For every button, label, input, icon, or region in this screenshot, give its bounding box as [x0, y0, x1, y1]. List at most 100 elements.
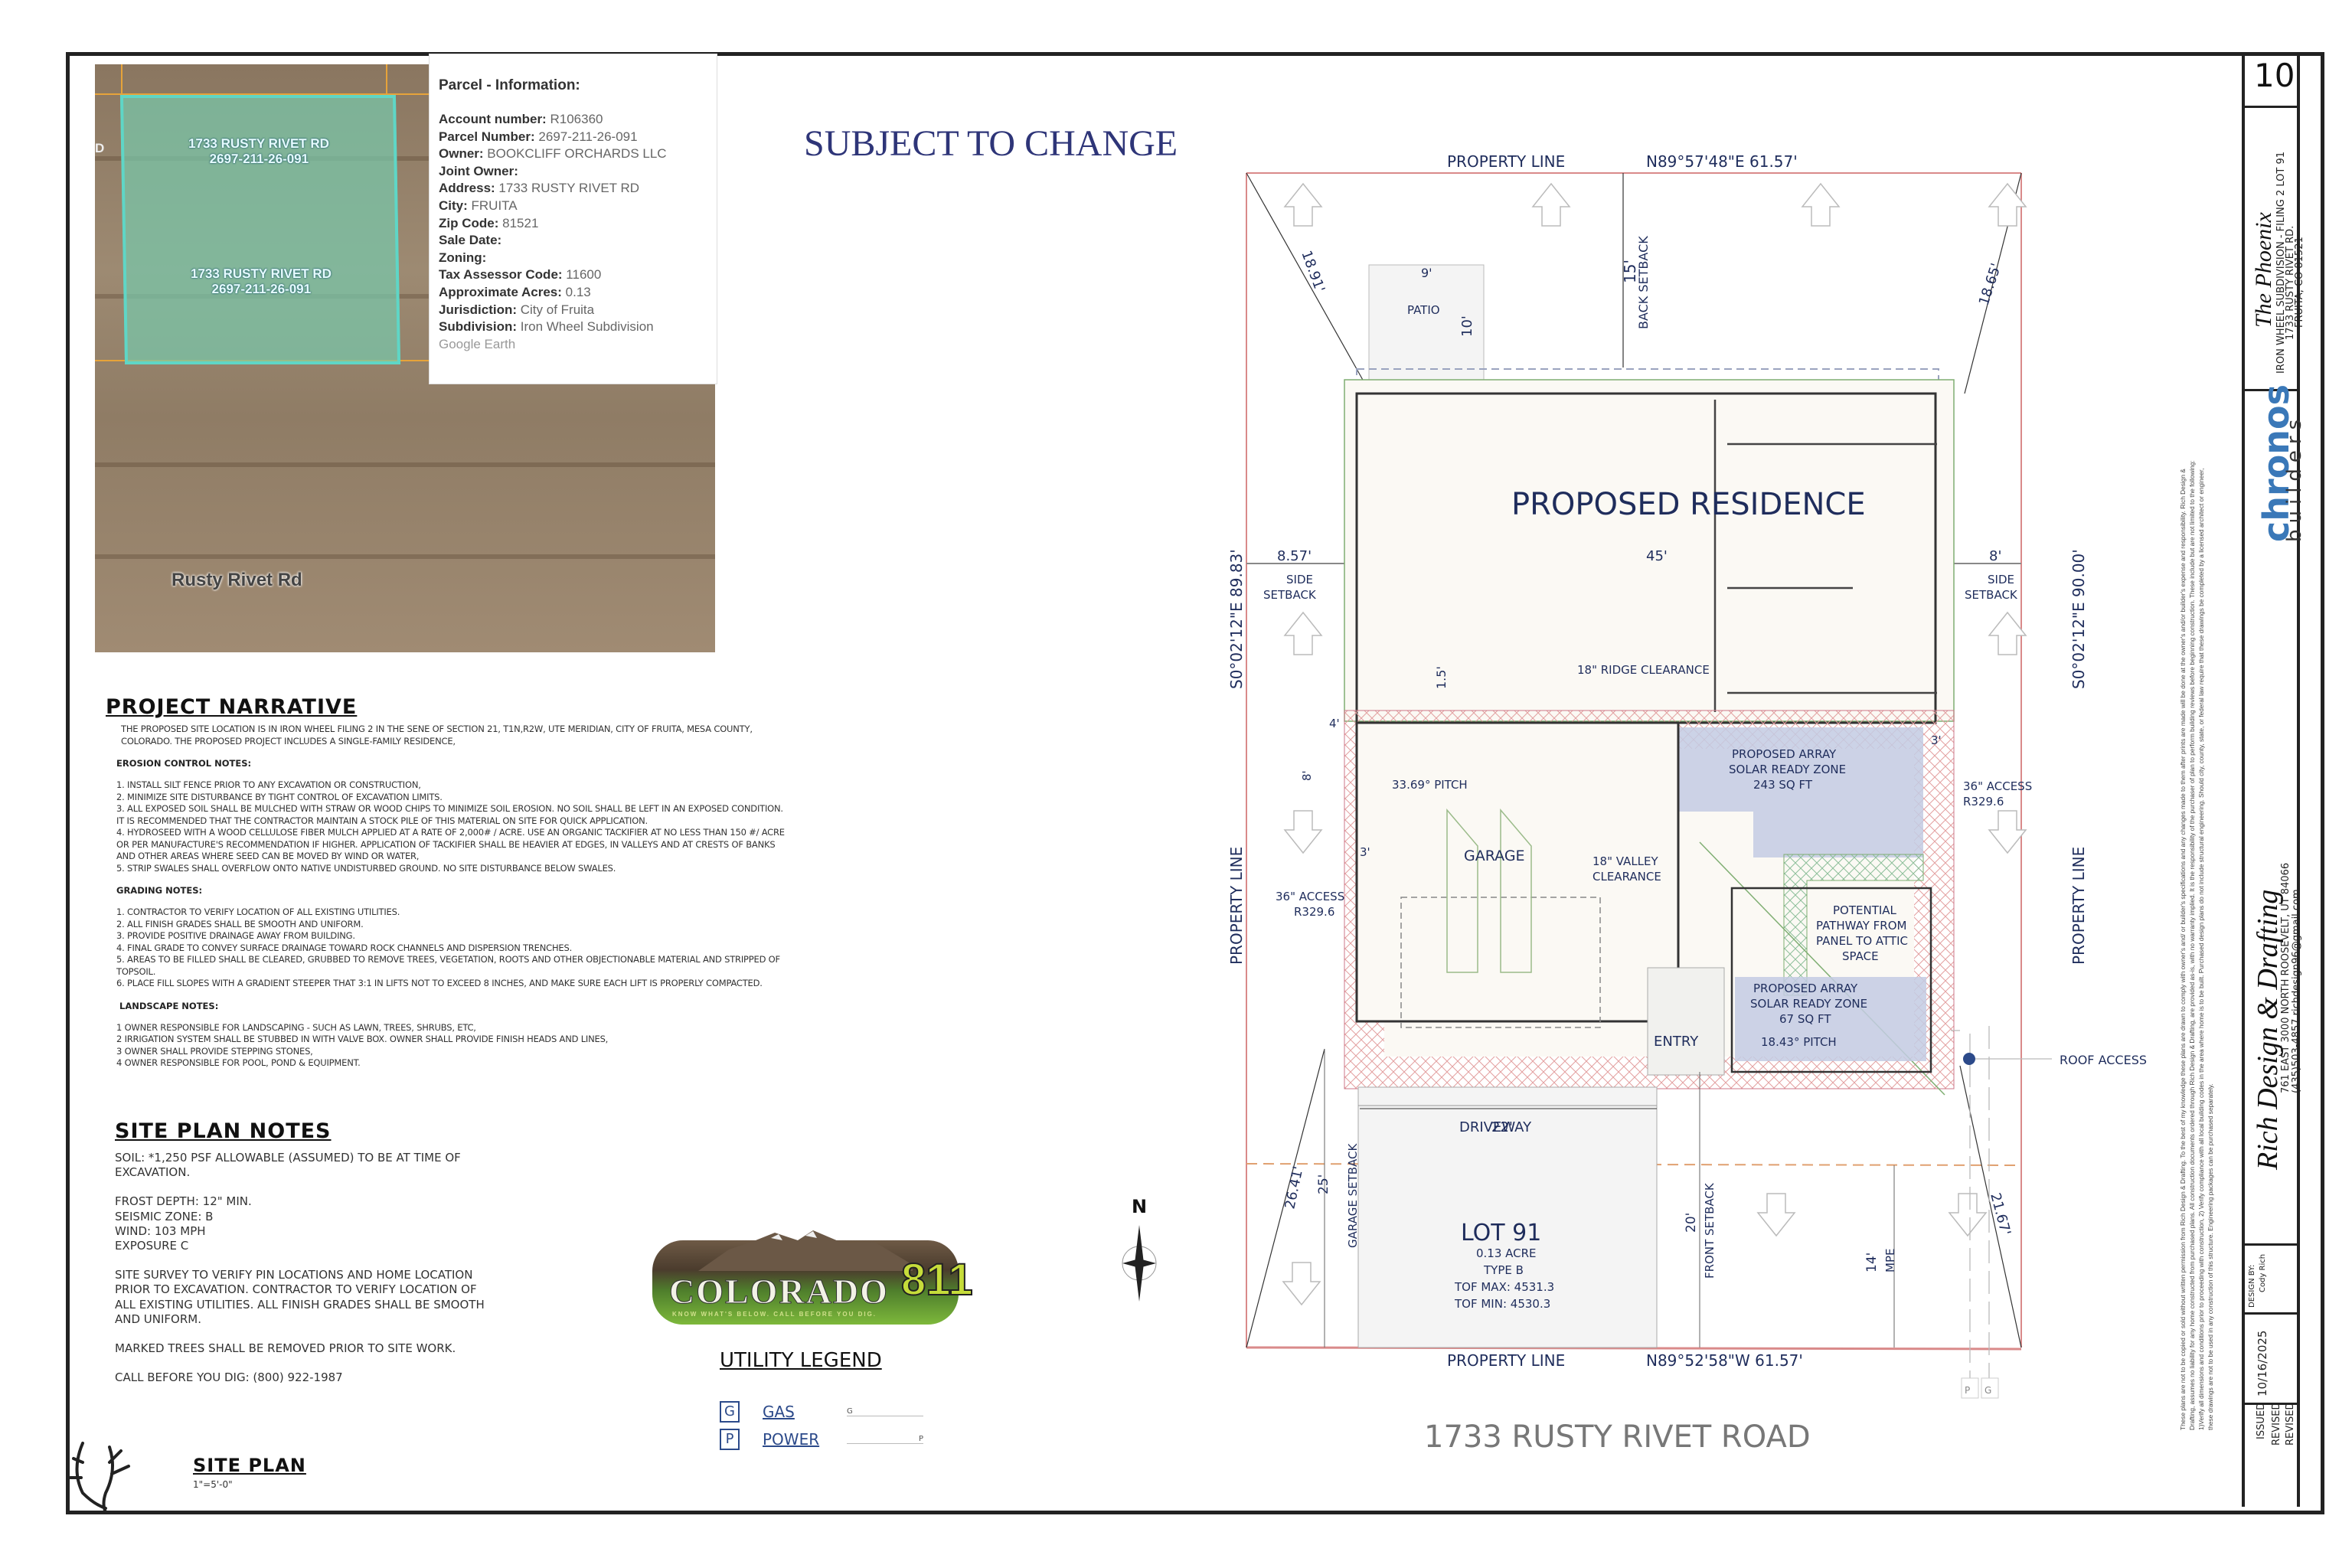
svg-text:8': 8' [1989, 548, 2001, 564]
legend-item-power: P POWER P [720, 1429, 949, 1450]
svg-text:9': 9' [1421, 266, 1432, 280]
designer-name: Cody Rich [2259, 1253, 2267, 1292]
svg-text:SPACE: SPACE [1842, 949, 1879, 963]
map-edge-label: D [95, 141, 105, 155]
parcel-info-row: Parcel Number: 2697-211-26-091 [439, 129, 638, 144]
sheet-number: 10 [2254, 57, 2295, 94]
note-item: 4. FINAL GRADE TO CONVEY SURFACE DRAINAG… [116, 942, 573, 953]
note-item: 3 OWNER SHALL PROVIDE STEPPING STONES, [116, 1045, 313, 1057]
site-plan-title: SITE PLAN [193, 1455, 306, 1476]
parcel-info-row: Sale Date: [439, 233, 502, 248]
svg-text:G: G [1984, 1385, 1991, 1396]
site-note-line: FROST DEPTH: 12" MIN. [115, 1194, 252, 1209]
svg-text:20': 20' [1684, 1213, 1699, 1233]
note-item: 1. INSTALL SILT FENCE PRIOR TO ANY EXCAV… [116, 779, 421, 790]
parcel-info-row: Zoning: [439, 250, 487, 265]
svg-text:PROPOSED ARRAY: PROPOSED ARRAY [1732, 747, 1837, 761]
svg-text:10': 10' [1459, 315, 1475, 337]
gas-symbol-icon: G [720, 1401, 740, 1423]
svg-text:SIDE: SIDE [1286, 573, 1313, 586]
erosion-title: EROSION CONTROL NOTES: [116, 758, 252, 769]
title-block: 10 The Phoenix IRON WHEEL SUBDIVISION - … [2220, 52, 2317, 1507]
svg-text:21.67': 21.67' [1987, 1191, 2014, 1237]
patio-label: PATIO [1407, 303, 1440, 317]
sheet-border [66, 52, 2324, 1514]
note-item: 1 OWNER RESPONSIBLE FOR LANDSCAPING - SU… [116, 1021, 476, 1033]
svg-text:18" VALLEY: 18" VALLEY [1592, 854, 1659, 868]
lot-number: LOT 91 [1461, 1220, 1541, 1246]
svg-text:22': 22' [1491, 1119, 1513, 1135]
site-plan-notes: SITE PLAN NOTES SOIL: *1,250 PSF ALLOWAB… [115, 1119, 513, 1385]
bearing-left: S0°02'12"E 89.83' [1227, 549, 1246, 689]
svg-text:45': 45' [1646, 548, 1668, 564]
property-line-label-top: PROPERTY LINE [1447, 152, 1565, 171]
svg-text:TOF MAX: 4531.3: TOF MAX: 4531.3 [1454, 1280, 1554, 1294]
svg-text:33.69° PITCH: 33.69° PITCH [1392, 778, 1468, 792]
north-arrow-icon [1122, 1225, 1157, 1302]
back-setback-label: BACK SETBACK [1636, 236, 1651, 329]
site-note-line: PRIOR TO EXCAVATION. CONTRACTOR TO VERIF… [115, 1282, 477, 1297]
garage [1355, 721, 1680, 1023]
parcel-info-row: Account number: R106360 [439, 112, 603, 126]
road-label: Rusty Rivet Rd [172, 570, 302, 590]
svg-text:PATHWAY FROM: PATHWAY FROM [1816, 919, 1906, 933]
svg-text:0.13 ACRE: 0.13 ACRE [1476, 1246, 1537, 1260]
parcel-info-row: City: FRUITA [439, 198, 518, 213]
parcel-info-title: Parcel - Information: [439, 77, 580, 93]
parcel-info-row: Joint Owner: [439, 163, 518, 178]
svg-text:N: N [1132, 1196, 1147, 1217]
landscape-notes: 1 OWNER RESPONSIBLE FOR LANDSCAPING - SU… [116, 1022, 790, 1070]
svg-text:PANEL TO ATTIC: PANEL TO ATTIC [1816, 934, 1908, 948]
svg-text:PROPOSED ARRAY: PROPOSED ARRAY [1753, 982, 1858, 995]
note-item: 4. HYDROSEED WITH A WOOD CELLULOSE FIBER… [116, 827, 785, 861]
bearing-bottom: N89°52'58"W 61.57' [1646, 1351, 1803, 1370]
parcel-info-row: Address: 1733 RUSTY RIVET RD [439, 181, 640, 196]
svg-text:18.91': 18.91' [1298, 249, 1328, 295]
gas-line-sample: G [847, 1407, 923, 1416]
property-line-label-left: PROPERTY LINE [1227, 847, 1246, 965]
svg-text:R329.6: R329.6 [1963, 795, 2004, 808]
roof-access-label: ROOF ACCESS [2060, 1053, 2147, 1067]
power-symbol-icon: P [720, 1429, 740, 1450]
grading-notes: 1. CONTRACTOR TO VERIFY LOCATION OF ALL … [116, 906, 790, 990]
note-item: 4 OWNER RESPONSIBLE FOR POOL, POND & EQU… [116, 1057, 361, 1068]
utility-lines [1951, 1026, 1990, 1378]
site-note-line: EXCAVATION. [115, 1165, 191, 1180]
svg-text:R329.6: R329.6 [1294, 905, 1334, 919]
svg-text:TYPE B: TYPE B [1483, 1263, 1524, 1277]
site-notes-title: SITE PLAN NOTES [115, 1119, 332, 1143]
svg-text:TOF MIN: 4530.3: TOF MIN: 4530.3 [1454, 1297, 1550, 1311]
svg-text:25': 25' [1316, 1174, 1331, 1194]
note-item: 6. PLACE FILL SLOPES WITH A GRADIENT STE… [116, 978, 763, 988]
legend-label-gas: GAS [763, 1403, 795, 1421]
designer-address: 761 EAST 3000 NORTH ROOSEVELT, UT 84066 [2280, 862, 2292, 1093]
roof-access-marker [1963, 1053, 1975, 1065]
site-note-line: SITE SURVEY TO VERIFY PIN LOCATIONS AND … [115, 1268, 473, 1282]
project-narrative: PROJECT NARRATIVE THE PROPOSED SITE LOCA… [106, 695, 795, 1070]
legend-item-gas: G GAS G [720, 1401, 949, 1423]
note-item: 2 IRRIGATION SYSTEM SHALL BE STUBBED IN … [116, 1034, 609, 1044]
parcel-info-panel: Parcel - Information: Account number: R1… [429, 54, 717, 384]
bearing-right: S0°02'12"E 90.00' [2069, 549, 2088, 689]
svg-text:SOLAR READY ZONE: SOLAR READY ZONE [1729, 763, 1846, 776]
disclaimer: These plans are not to be copied or sold… [2179, 460, 2214, 1430]
garage-setback-label: GARAGE SETBACK [1346, 1143, 1360, 1248]
svg-text:MPE: MPE [1883, 1249, 1897, 1272]
site-note-line: EXPOSURE C [115, 1239, 189, 1253]
svg-text:67 SQ FT: 67 SQ FT [1779, 1012, 1831, 1026]
svg-text:243 SQ FT: 243 SQ FT [1753, 778, 1813, 792]
designer-contact: (435)503-4857 richdesign96@gmail.com [2291, 889, 2302, 1093]
front-setback-label: FRONT SETBACK [1703, 1182, 1717, 1279]
svg-text:3': 3' [1931, 733, 1942, 747]
project-info: The Phoenix [2251, 212, 2277, 343]
svg-text:3': 3' [1360, 845, 1370, 859]
site-note-line: CALL BEFORE YOU DIG: (800) 922-1987 [115, 1370, 343, 1385]
site-notes-body: SOIL: *1,250 PSF ALLOWABLE (ASSUMED) TO … [115, 1151, 513, 1385]
parcel-info-row: Jurisdiction: City of Fruita [439, 302, 595, 317]
svg-text:SETBACK: SETBACK [1965, 588, 2018, 602]
site-plan-scale: 1"=5'-0" [193, 1479, 233, 1490]
colorado-811-logo: COLORADO 811 KNOW WHAT'S BELOW. CALL BEF… [652, 1230, 974, 1325]
solar-ready-zone-67 [1735, 977, 1926, 1061]
site-note-line: SEISMIC ZONE: B [115, 1209, 214, 1223]
